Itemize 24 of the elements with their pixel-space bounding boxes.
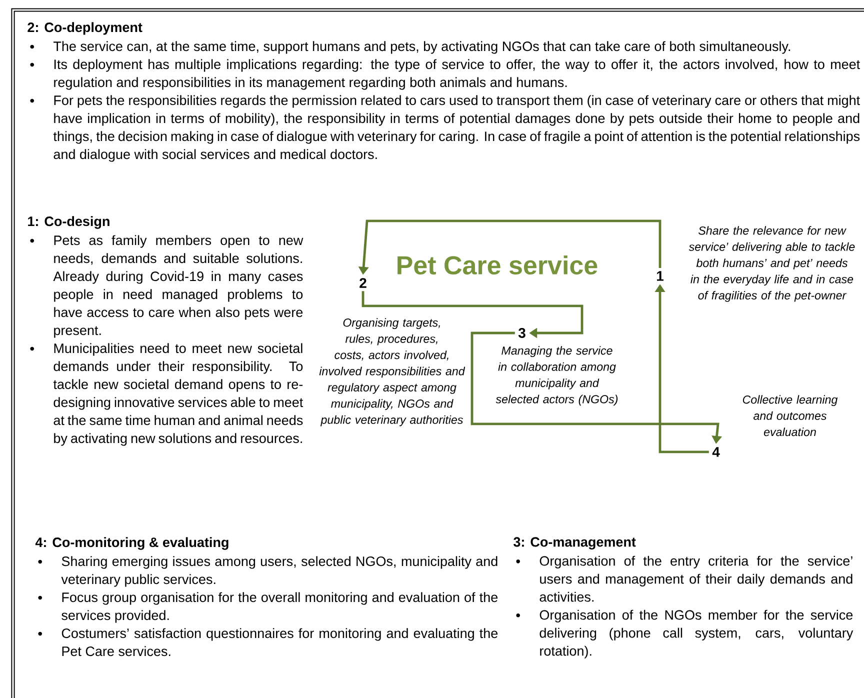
step-number: 3 xyxy=(518,328,526,338)
bullet-item: Municipalities need to meet new societal demands under their responsibility. To tackle new societal demand opens to re-designing innovative services able to meet at the same time human and animal needs by activating new solutions and resources. xyxy=(30,343,304,446)
bullet-item: Pets as family members open to new needs, demands and suitable solutions. Already during Covid-19 in many cases people in need managed problems to have access to care when also pets were present. xyxy=(30,235,304,338)
arrow xyxy=(362,291,584,338)
step-number: 4 xyxy=(712,447,720,457)
step-description: Share the relevance for new service’ delivering able to tackle both humans’ and pet’ needs in the everyday life and in case of fragilities of the pet-owner xyxy=(688,226,855,302)
diagram-title: Pet Care service xyxy=(398,255,598,275)
step-description: Organising targets, rules, procedures, costs, actors involved, involved responsibilities and regulatory aspect among municipality, NGOs and public veterinary authorities xyxy=(319,318,466,426)
bullet-item: Organisation of the NGOs member for the service delivering (phone call system, cars, voluntary rotation). xyxy=(516,610,854,658)
bullet-item: Focus group organisation for the overall monitoring and evaluation of the services provided. xyxy=(38,592,498,623)
section-heading: 1: Co-design xyxy=(28,216,110,229)
section-heading: 2: Co-deployment xyxy=(28,22,142,35)
step-number: 2 xyxy=(360,278,366,288)
bullet-item: The service can, at the same time, support humans and pets, by activating NGOs that can take care of both simultaneously. xyxy=(30,41,790,54)
bullet-item: For pets the responsibilities regards the permission related to cars used to transport them (in case of veterinary care or others that might have implication in terms of mobility), the responsibility in terms of potential damages done by pets outside their home to people and things, the decision making in case of dialogue with veterinary for caring. In case of fragile a point of attention is the potential relationships and dialogue with social services and medical doctors. xyxy=(30,95,860,162)
bullet-item: Organisation of the entry criteria for the service’ users and management of their daily demands and activities. xyxy=(516,556,852,602)
step-description: Managing the service in collaboration among municipality and selected actors (NGOs) xyxy=(496,346,618,406)
bullet-item: Sharing emerging issues among users, selected NGOs, municipality and veterinary public services. xyxy=(38,556,498,587)
bullet-item: Costumers’ satisfaction questionnaires for monitoring and evaluating the Pet Care services. xyxy=(38,628,498,656)
bullet-item: Its deployment has multiple implications regarding: the type of service to offer, the way to offer it, the actors involved, how to meet regulation and responsibilities in its management regarding both animals and humans. xyxy=(30,59,860,90)
step-description: Collective learning and outcomes evaluation xyxy=(742,395,838,436)
section-heading: 4: Co-monitoring & evaluating xyxy=(35,537,228,550)
step-number: 1 xyxy=(657,271,664,281)
section-heading: 3: Co-management xyxy=(514,537,636,550)
